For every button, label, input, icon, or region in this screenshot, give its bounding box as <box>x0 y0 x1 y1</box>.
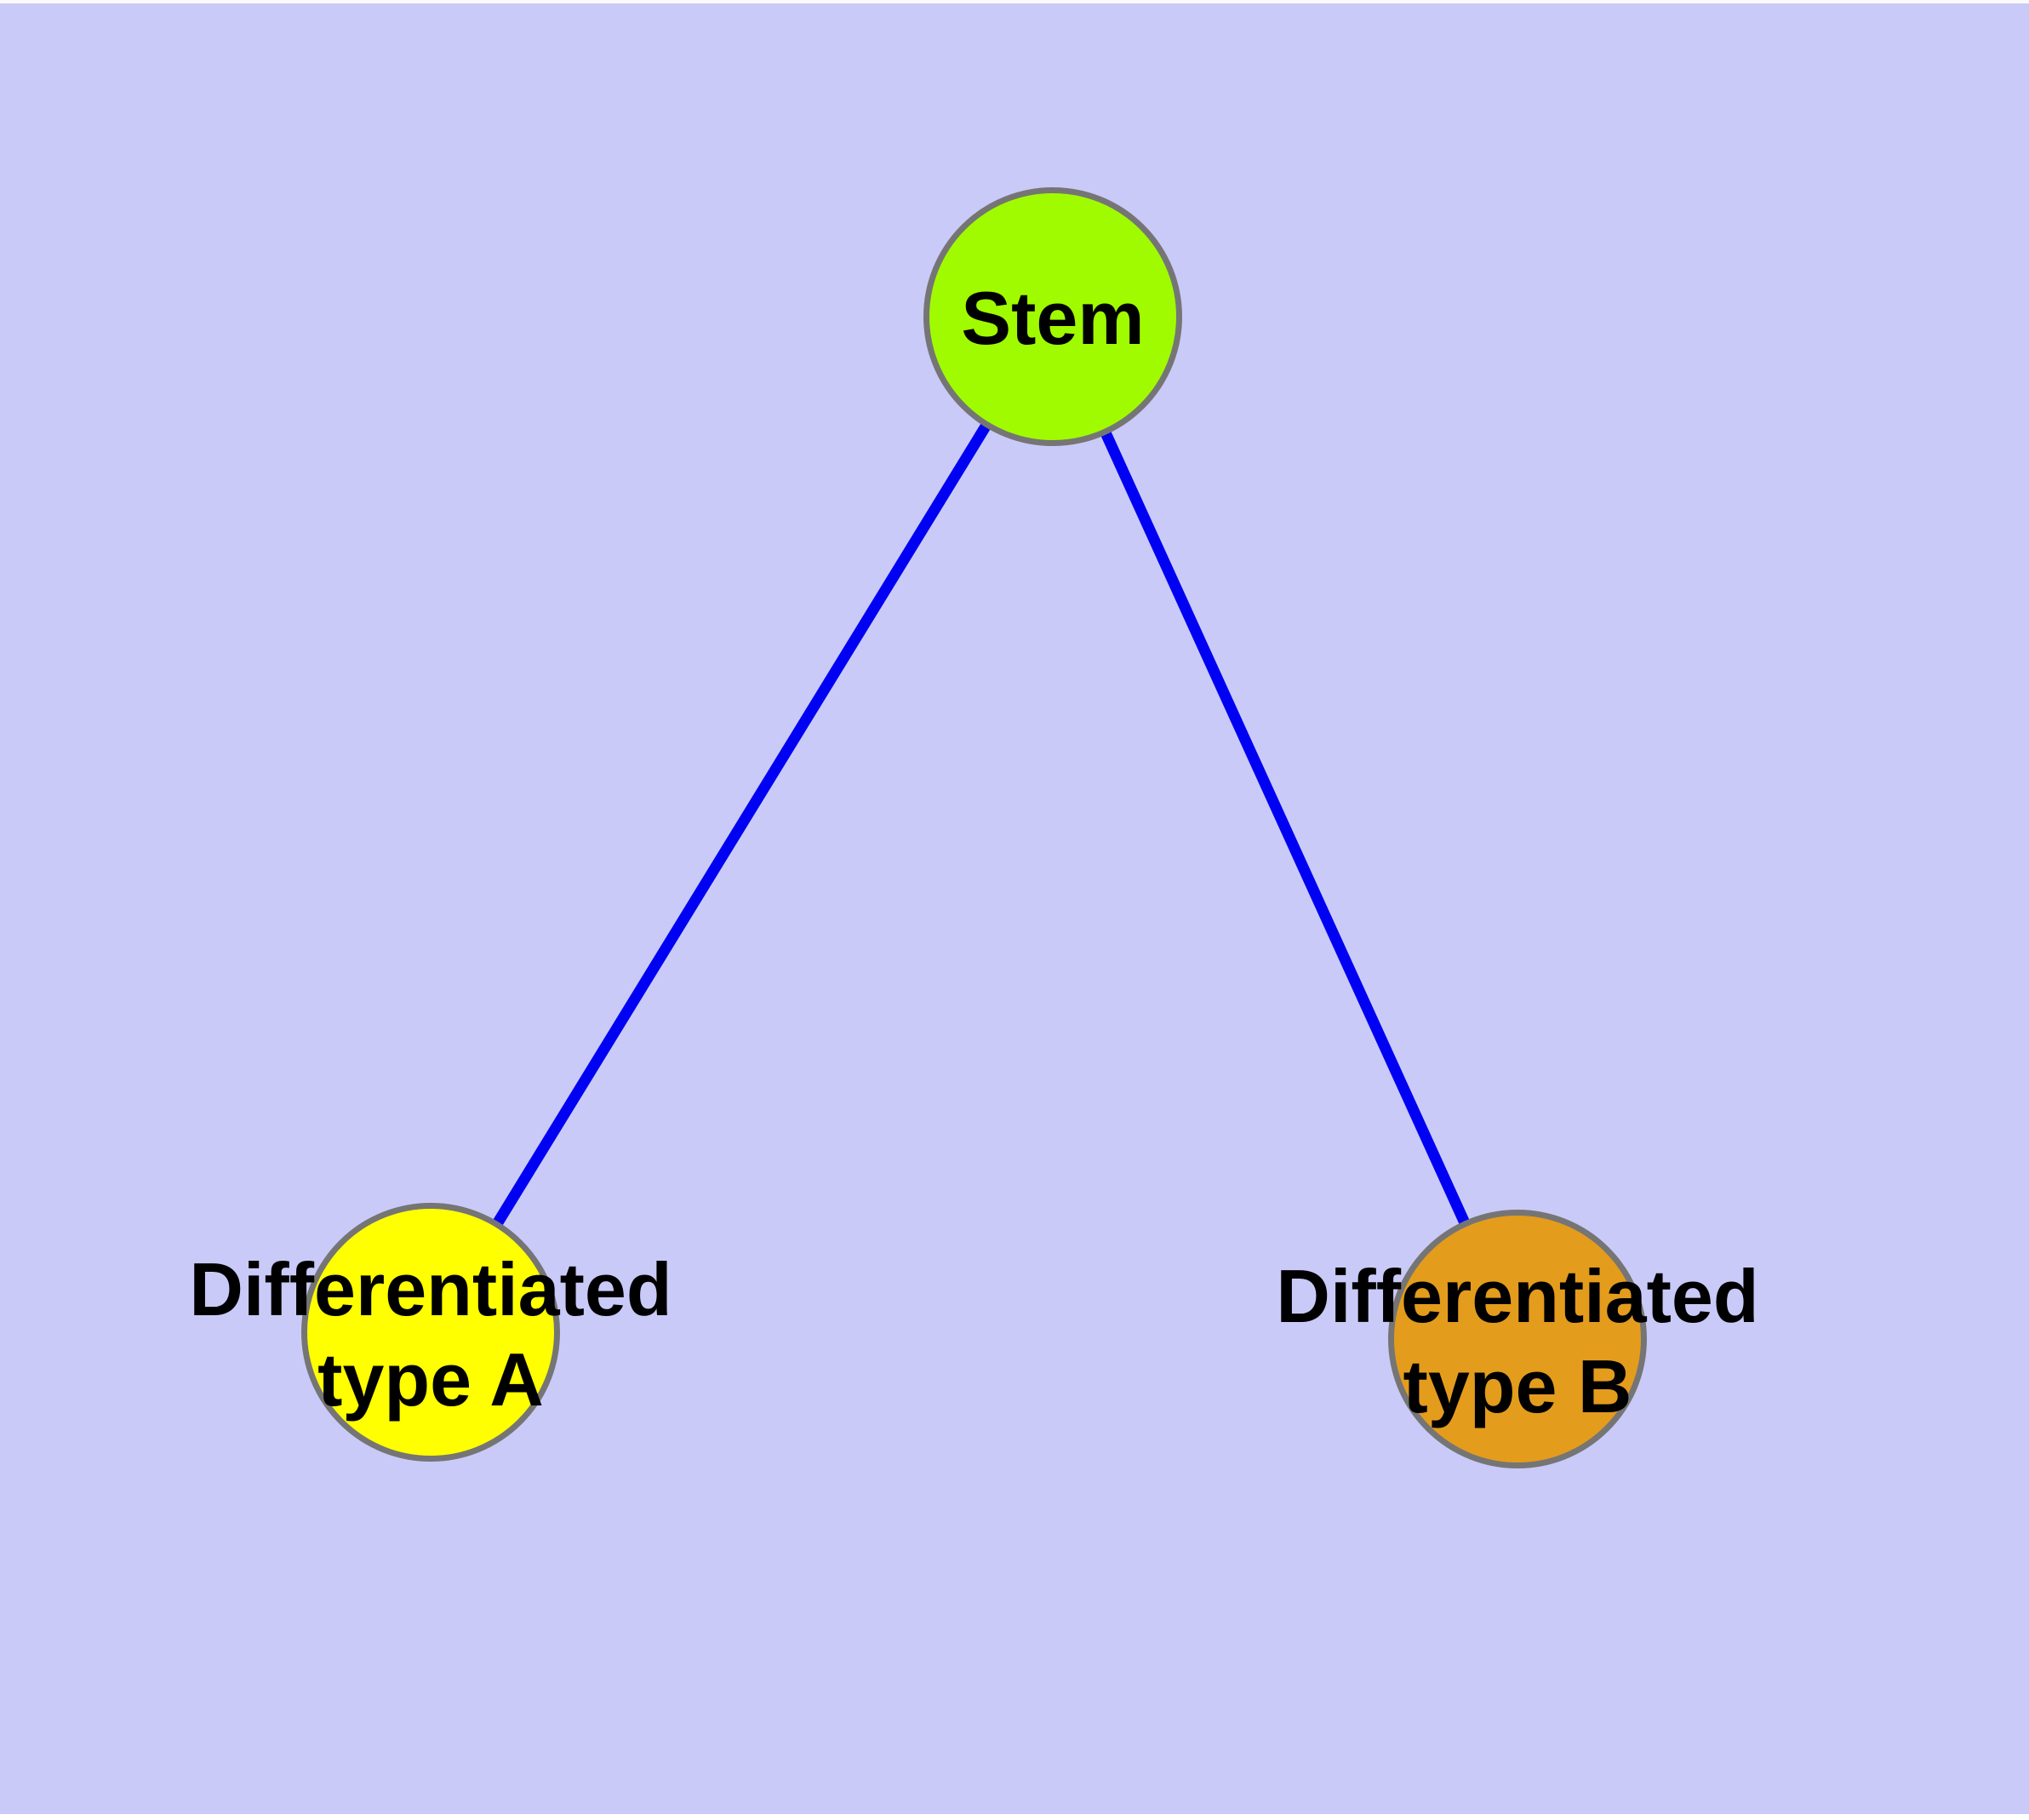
edge-stem-to-type-b <box>1048 314 1523 1342</box>
node-stem <box>923 187 1182 446</box>
node-differentiated-type-a-label-line2: type A <box>317 1337 544 1422</box>
node-differentiated-type-b-label-line1: Differentiated <box>1276 1254 1759 1338</box>
node-stem-label: Stem <box>961 273 1144 363</box>
node-differentiated-type-a-label-line1: Differentiated <box>189 1247 672 1331</box>
node-differentiated-type-a <box>301 1203 560 1462</box>
top-white-edge <box>0 0 2029 3</box>
node-differentiated-type-a-label: Differentiated type A <box>189 1245 672 1425</box>
node-differentiated-type-b <box>1388 1210 1647 1468</box>
node-differentiated-type-b-label: Differentiated type B <box>1276 1251 1758 1432</box>
edge-stem-to-type-a <box>426 313 1058 1336</box>
node-stem-label-text: Stem <box>961 276 1145 360</box>
bottom-white-edge <box>0 1814 2029 1820</box>
node-differentiated-type-b-label-line2: type B <box>1403 1344 1632 1428</box>
